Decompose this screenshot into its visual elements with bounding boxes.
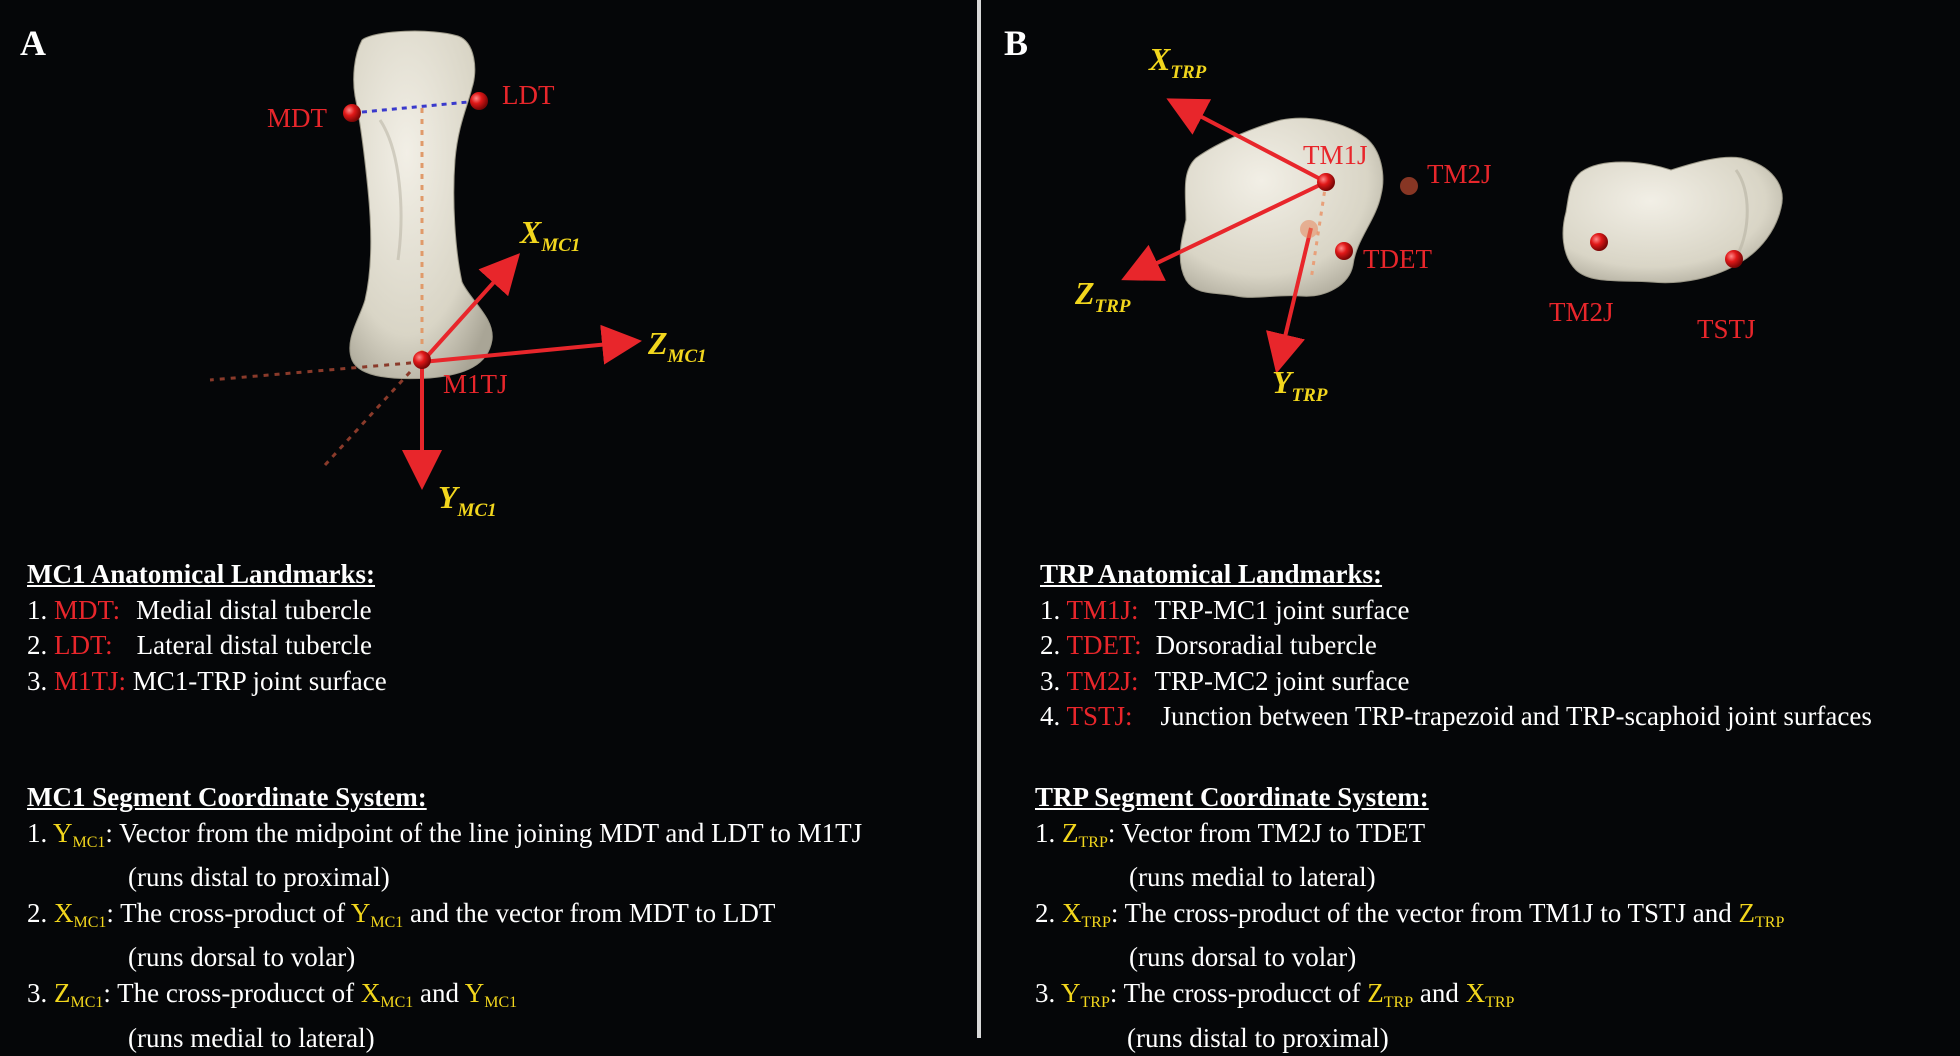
list-item: 1. YMC1: Vector from the midpoint of the… — [27, 817, 863, 851]
trp-landmarks-heading: TRP Anatomical Landmarks: — [1040, 559, 1383, 589]
tdet-label: TDET — [1363, 244, 1432, 274]
list-item-note: (runs dorsal to volar) — [128, 942, 356, 973]
mc1-scs-heading: MC1 Segment Coordinate System: — [27, 782, 427, 812]
list-item: 2. XTRP: The cross-product of the vector… — [1035, 897, 1785, 931]
ldt-marker — [470, 92, 488, 110]
tstj-marker — [1725, 250, 1743, 268]
mc1-landmarks-heading: MC1 Anatomical Landmarks: — [27, 559, 376, 589]
panel-a: MDT LDT M1TJ XMC1 ZMC1 YMC1 A MC1 Anatom… — [0, 0, 977, 1053]
y-trp-arrow — [1266, 227, 1313, 374]
z-mc1-arrow — [421, 324, 642, 365]
mc1-figure: MDT LDT M1TJ XMC1 ZMC1 YMC1 — [209, 30, 707, 521]
projection-line-2 — [323, 370, 412, 467]
list-item: 2. XMC1: The cross-product of YMC1 and t… — [27, 897, 776, 931]
list-item: 3. YTRP: The cross-producct of ZTRP and … — [1035, 977, 1515, 1011]
x-trp-arrow — [1166, 98, 1327, 184]
panel-divider — [977, 0, 981, 1038]
mc1-landmarks-block: MC1 Anatomical Landmarks: 1. MDT:Medial … — [27, 557, 387, 699]
list-item: 3. M1TJ: MC1-TRP joint surface — [27, 665, 387, 696]
list-item: 4. TSTJ:Junction between TRP-trapezoid a… — [1040, 701, 1872, 732]
bone-shading — [378, 119, 403, 261]
panel-a-letter: A — [20, 23, 46, 63]
tm2j-label-view-2: TM2J — [1549, 297, 1614, 327]
mc1-bone — [349, 30, 493, 380]
y-trp-label: YTRP — [1272, 364, 1328, 406]
x-trp-label: XTRP — [1148, 41, 1207, 83]
tm1j-marker — [1317, 173, 1335, 191]
list-item-note: (runs dorsal to volar) — [1129, 942, 1357, 973]
panel-b-letter: B — [1004, 23, 1029, 63]
panel-b: TM1J TM2J TDET TM2J TSTJ XTRP ZTRP YTRP … — [981, 0, 1960, 1053]
m1tj-label: M1TJ — [443, 369, 508, 399]
trp-bone-view-2 — [1562, 156, 1783, 284]
bone-shading — [1734, 169, 1749, 259]
list-item: 2. LDT:Lateral distal tubercle — [27, 630, 373, 661]
y-mc1-label: YMC1 — [438, 479, 497, 521]
mdt-label: MDT — [267, 103, 328, 133]
trp-scs-block: TRP Segment Coordinate System: 1. ZTRP: … — [1035, 780, 1784, 1056]
z-trp-arrow — [1121, 180, 1327, 281]
z-trp-label: ZTRP — [1074, 275, 1131, 317]
tm2j-marker-hidden — [1400, 177, 1418, 195]
list-item-note: (runs distal to proximal) — [1127, 1022, 1389, 1053]
tdet-marker — [1335, 242, 1353, 260]
tm1j-label: TM1J — [1303, 140, 1368, 170]
tstj-marker-hidden — [1300, 220, 1318, 238]
list-item: 2. TDET:Dorsoradial tubercle — [1040, 630, 1377, 661]
trp-bone-view-1 — [1179, 117, 1384, 298]
projection-line-1 — [209, 360, 423, 382]
list-item: 1. ZTRP: Vector from TM2J to TDET — [1035, 817, 1426, 851]
trp-landmarks-block: TRP Anatomical Landmarks: 1. TM1J:TRP-MC… — [1040, 557, 1872, 735]
mdt-ldt-line — [351, 99, 480, 115]
list-item-note: (runs medial to lateral) — [128, 1022, 375, 1053]
trp-scs-heading: TRP Segment Coordinate System: — [1035, 782, 1429, 812]
tm2j-label: TM2J — [1427, 159, 1492, 189]
x-mc1-label: XMC1 — [519, 214, 580, 256]
list-item: 1. TM1J:TRP-MC1 joint surface — [1040, 594, 1410, 625]
trp-figure: TM1J TM2J TDET TM2J TSTJ XTRP ZTRP YTRP — [1074, 41, 1783, 406]
list-item-note: (runs distal to proximal) — [128, 862, 390, 893]
m1tj-marker — [413, 351, 431, 369]
x-mc1-arrow — [420, 253, 521, 364]
ldt-label: LDT — [502, 80, 555, 110]
mdt-marker — [343, 104, 361, 122]
list-item: 1. MDT:Medial distal tubercle — [27, 594, 372, 625]
tstj-label: TSTJ — [1697, 314, 1756, 344]
tm1j-tstj-line — [1309, 181, 1328, 281]
list-item: 3. TM2J:TRP-MC2 joint surface — [1040, 665, 1410, 696]
mc1-scs-block: MC1 Segment Coordinate System: 1. YMC1: … — [27, 780, 862, 1056]
list-item-note: (runs medial to lateral) — [1129, 862, 1376, 893]
tm2j-marker — [1590, 233, 1608, 251]
list-item: 3. ZMC1: The cross-producct of XMC1 and … — [27, 977, 518, 1011]
z-mc1-label: ZMC1 — [647, 325, 707, 367]
